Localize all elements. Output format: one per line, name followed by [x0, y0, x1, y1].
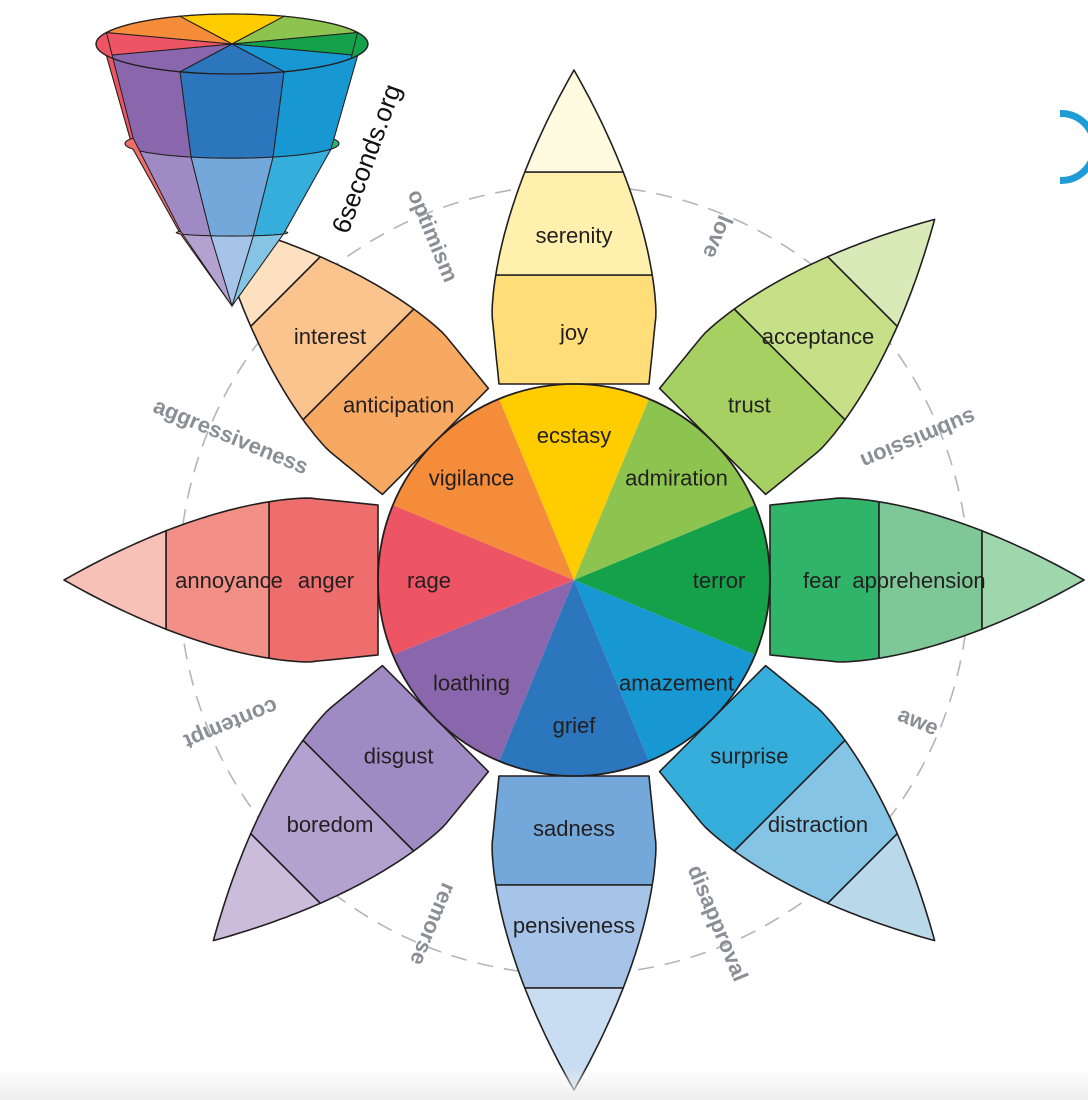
label-outer-joy[interactable]: serenity: [535, 223, 612, 248]
petal-anger-band-3: [63, 530, 167, 630]
label-outer-surprise[interactable]: distraction: [768, 812, 868, 837]
label-middle-joy[interactable]: joy: [559, 320, 588, 345]
petal-trust: [658, 218, 936, 496]
label-middle-anger[interactable]: anger: [298, 568, 354, 593]
cropped-circle-decoration: [1060, 110, 1088, 184]
dyad-label-love[interactable]: love: [698, 212, 738, 262]
cone-rim: [95, 13, 369, 75]
petal-fear-band-3: [981, 530, 1085, 630]
label-middle-disgust[interactable]: disgust: [364, 743, 434, 768]
label-inner-sadness[interactable]: grief: [553, 713, 597, 738]
label-inner-surprise[interactable]: amazement: [619, 671, 734, 696]
dyad-label-awe[interactable]: awe: [894, 701, 942, 740]
emotion-cone-model: [95, 13, 369, 308]
dyad-label-submission[interactable]: submission: [857, 404, 980, 474]
label-middle-anticipation[interactable]: anticipation: [343, 393, 454, 418]
core-slice-disgust: [392, 580, 574, 762]
core-slice-anger: [377, 505, 574, 655]
label-outer-fear[interactable]: apprehension: [852, 568, 985, 593]
core-slice-fear: [574, 505, 771, 655]
label-middle-fear[interactable]: fear: [803, 568, 841, 593]
dyad-label-optimism[interactable]: optimism: [403, 186, 464, 286]
label-outer-trust[interactable]: acceptance: [762, 324, 875, 349]
petal-joy: [491, 69, 657, 385]
label-outer-sadness[interactable]: pensiveness: [513, 913, 635, 938]
core-slice-anticipation: [392, 398, 574, 580]
core-slice-sadness: [499, 580, 649, 777]
petal-anger: [63, 497, 379, 663]
label-outer-anticipation[interactable]: interest: [294, 324, 366, 349]
cone-side-anger-3: [175, 230, 233, 307]
label-middle-trust[interactable]: trust: [728, 393, 771, 418]
label-middle-sadness[interactable]: sadness: [533, 816, 615, 841]
label-middle-surprise[interactable]: surprise: [710, 743, 788, 768]
core-slice-trust: [574, 398, 756, 580]
core-slice-joy: [499, 383, 649, 580]
petal-trust-band-3: [826, 218, 936, 328]
core-slice-surprise: [574, 580, 756, 762]
label-inner-disgust[interactable]: loathing: [433, 671, 510, 696]
bottom-fade: [0, 1068, 1088, 1100]
cropped-side-content: [1060, 0, 1088, 1100]
label-outer-anger[interactable]: annoyance: [175, 568, 283, 593]
dyad-label-aggressiveness[interactable]: aggressiveness: [150, 393, 312, 479]
petal-disgust: [212, 664, 490, 942]
label-inner-joy[interactable]: ecstasy: [537, 423, 612, 448]
label-outer-disgust[interactable]: boredom: [287, 812, 374, 837]
petal-sadness: [491, 775, 657, 1091]
petal-surprise-band-3: [826, 832, 936, 942]
cone-side-sadness-1: [179, 71, 285, 159]
petal-surprise: [658, 664, 936, 942]
dyad-label-contempt[interactable]: contempt: [180, 693, 282, 754]
petal-fear: [769, 497, 1085, 663]
core-circle-outline: [377, 383, 771, 777]
label-inner-fear[interactable]: terror: [693, 568, 746, 593]
label-inner-trust[interactable]: admiration: [625, 466, 728, 491]
petal-disgust-band-3: [212, 832, 322, 942]
label-inner-anticipation[interactable]: vigilance: [429, 466, 515, 491]
dyad-label-disapproval[interactable]: disapproval: [683, 861, 753, 985]
label-inner-anger[interactable]: rage: [407, 568, 451, 593]
petal-joy-band-3: [524, 69, 624, 173]
